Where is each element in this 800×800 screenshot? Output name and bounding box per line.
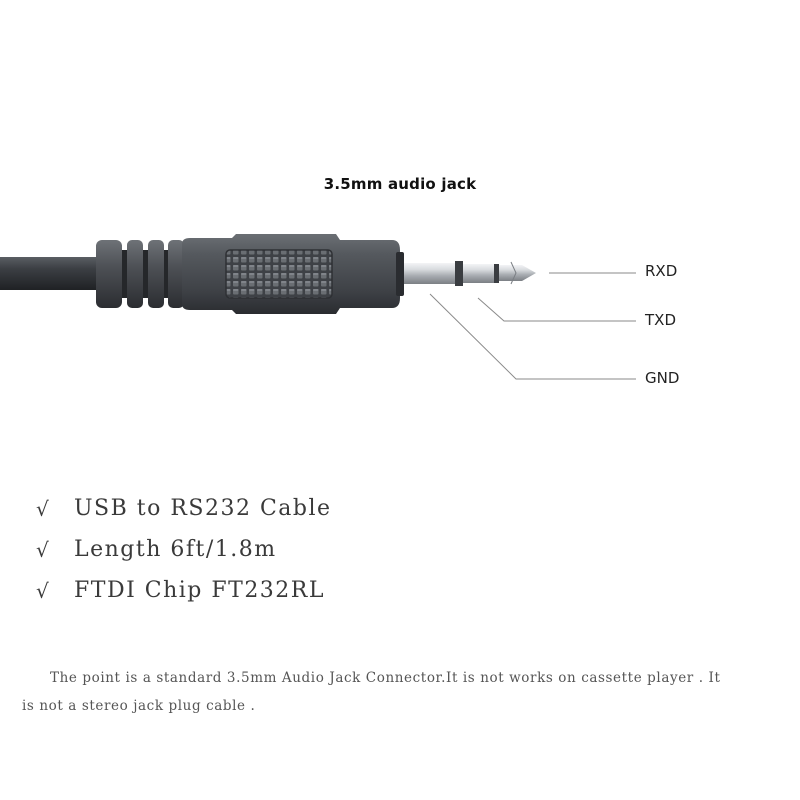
feature-item: √ FTDI Chip FT232RL xyxy=(36,570,332,611)
gnd-leader-line xyxy=(429,293,636,380)
pin-label-txd: TXD xyxy=(645,311,676,329)
leader-lines xyxy=(429,272,636,380)
feature-text: Length 6ft/1.8m xyxy=(74,537,277,562)
plug-body xyxy=(182,234,404,314)
compatibility-note: The point is a standard 3.5mm Audio Jack… xyxy=(22,670,721,714)
check-icon: √ xyxy=(36,537,51,562)
check-icon: √ xyxy=(36,578,51,603)
strain-relief xyxy=(96,240,186,308)
diagram-title: 3.5mm audio jack xyxy=(323,175,477,193)
pin-label-rxd: RXD xyxy=(645,262,678,280)
pin-label-gnd: GND xyxy=(645,369,680,387)
check-icon: √ xyxy=(36,496,51,521)
txd-leader-line xyxy=(477,297,636,322)
feature-list: √ USB to RS232 Cable √ Length 6ft/1.8m √… xyxy=(36,488,332,611)
feature-item: √ USB to RS232 Cable xyxy=(36,488,332,529)
metal-plug xyxy=(404,261,536,286)
cable xyxy=(0,257,104,290)
feature-item: √ Length 6ft/1.8m xyxy=(36,529,332,570)
feature-text: FTDI Chip FT232RL xyxy=(74,578,325,603)
feature-text: USB to RS232 Cable xyxy=(74,496,332,521)
